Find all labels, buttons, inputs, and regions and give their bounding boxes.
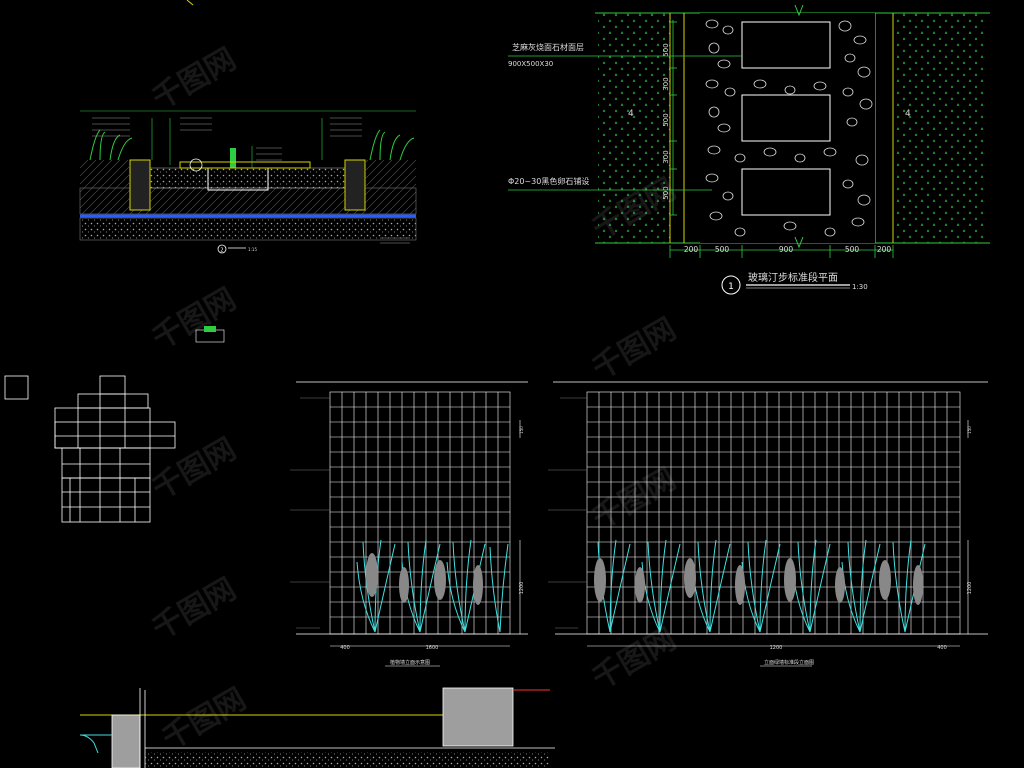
elev-right-dim-center: 1200 bbox=[770, 645, 783, 651]
plants-right bbox=[597, 539, 926, 633]
elev-left-dim-height: 1200 bbox=[519, 582, 525, 595]
drawing-number-circle bbox=[721, 275, 741, 295]
dim-v-3: 500 bbox=[662, 113, 670, 126]
watermark-7: 千图网 bbox=[147, 572, 242, 647]
elev-right-title: 立面绿墙标准段立面图 bbox=[764, 659, 814, 666]
plan-title: 玻璃汀步标准段平面 bbox=[748, 271, 838, 284]
grass-area-right bbox=[893, 13, 985, 243]
trellis-grid-left bbox=[329, 391, 511, 635]
dim-h-5: 200 bbox=[877, 245, 892, 254]
area-mark-right: 4 bbox=[905, 109, 911, 119]
stone-slab-3 bbox=[741, 168, 831, 216]
plan-scale: 1:30 bbox=[852, 283, 868, 291]
label-pebble: Φ20~30黑色卵石铺设 bbox=[508, 176, 589, 186]
elev-left-dim-left: 400 bbox=[340, 645, 350, 651]
watermark-8: 千图网 bbox=[587, 622, 682, 697]
dim-h-3: 900 bbox=[779, 245, 794, 254]
dim-v-1: 500 bbox=[662, 43, 670, 56]
section-number: 2 bbox=[220, 248, 223, 254]
dim-h-2: 500 bbox=[715, 245, 730, 254]
bottom-partial-section bbox=[79, 687, 555, 768]
green-wall-elevation-right: 1200 400 1200 150 立面绿墙标准段立面图 bbox=[548, 381, 988, 667]
stone-slab-1 bbox=[741, 21, 831, 69]
green-wall-elevation-left: 400 1600 1200 150 植物墙立面示意图 bbox=[290, 381, 528, 667]
label-stone-size: 900X500X30 bbox=[508, 60, 553, 68]
watermark-9: 千图网 bbox=[157, 682, 252, 757]
dim-h-4: 500 bbox=[845, 245, 860, 254]
stone-slab-2 bbox=[741, 94, 831, 142]
dim-v-2: 300 bbox=[662, 77, 670, 90]
watermark-4: 千图网 bbox=[587, 312, 682, 387]
dim-v-4: 300 bbox=[662, 150, 670, 163]
paving-pattern bbox=[4, 375, 176, 523]
grass-area-left bbox=[598, 13, 670, 243]
watermark-1: 千图网 bbox=[147, 42, 242, 117]
trellis-grid-right bbox=[586, 391, 961, 635]
watermark-6: 千图网 bbox=[587, 462, 682, 537]
watermark-5: 千图网 bbox=[147, 432, 242, 507]
section-scale: 1:15 bbox=[248, 247, 257, 252]
drawing-number: 1 bbox=[728, 282, 734, 292]
small-detail-fragment bbox=[195, 326, 225, 343]
elev-right-dim-small: 150 bbox=[967, 426, 972, 434]
area-mark-left: 4 bbox=[628, 109, 634, 119]
elev-left-title: 植物墙立面示意图 bbox=[390, 659, 430, 666]
elev-right-dim-right: 400 bbox=[937, 645, 947, 651]
plants-left bbox=[356, 539, 509, 633]
dim-h-1: 200 bbox=[684, 245, 699, 254]
elev-left-dim-right: 1600 bbox=[426, 645, 439, 651]
dim-v-5: 500 bbox=[662, 186, 670, 199]
stepping-stone-section: 2 1:15 bbox=[79, 110, 417, 254]
label-stone-surface: 芝麻灰烧面石材面层 bbox=[512, 42, 584, 52]
elev-right-dim-height: 1200 bbox=[967, 582, 973, 595]
section-number-circle bbox=[217, 244, 227, 254]
elev-left-dim-small: 150 bbox=[519, 426, 524, 434]
glass-stepping-stone-plan: 500 300 500 300 500 200 500 900 500 200 … bbox=[508, 4, 990, 295]
watermark-3: 千图网 bbox=[147, 282, 242, 357]
